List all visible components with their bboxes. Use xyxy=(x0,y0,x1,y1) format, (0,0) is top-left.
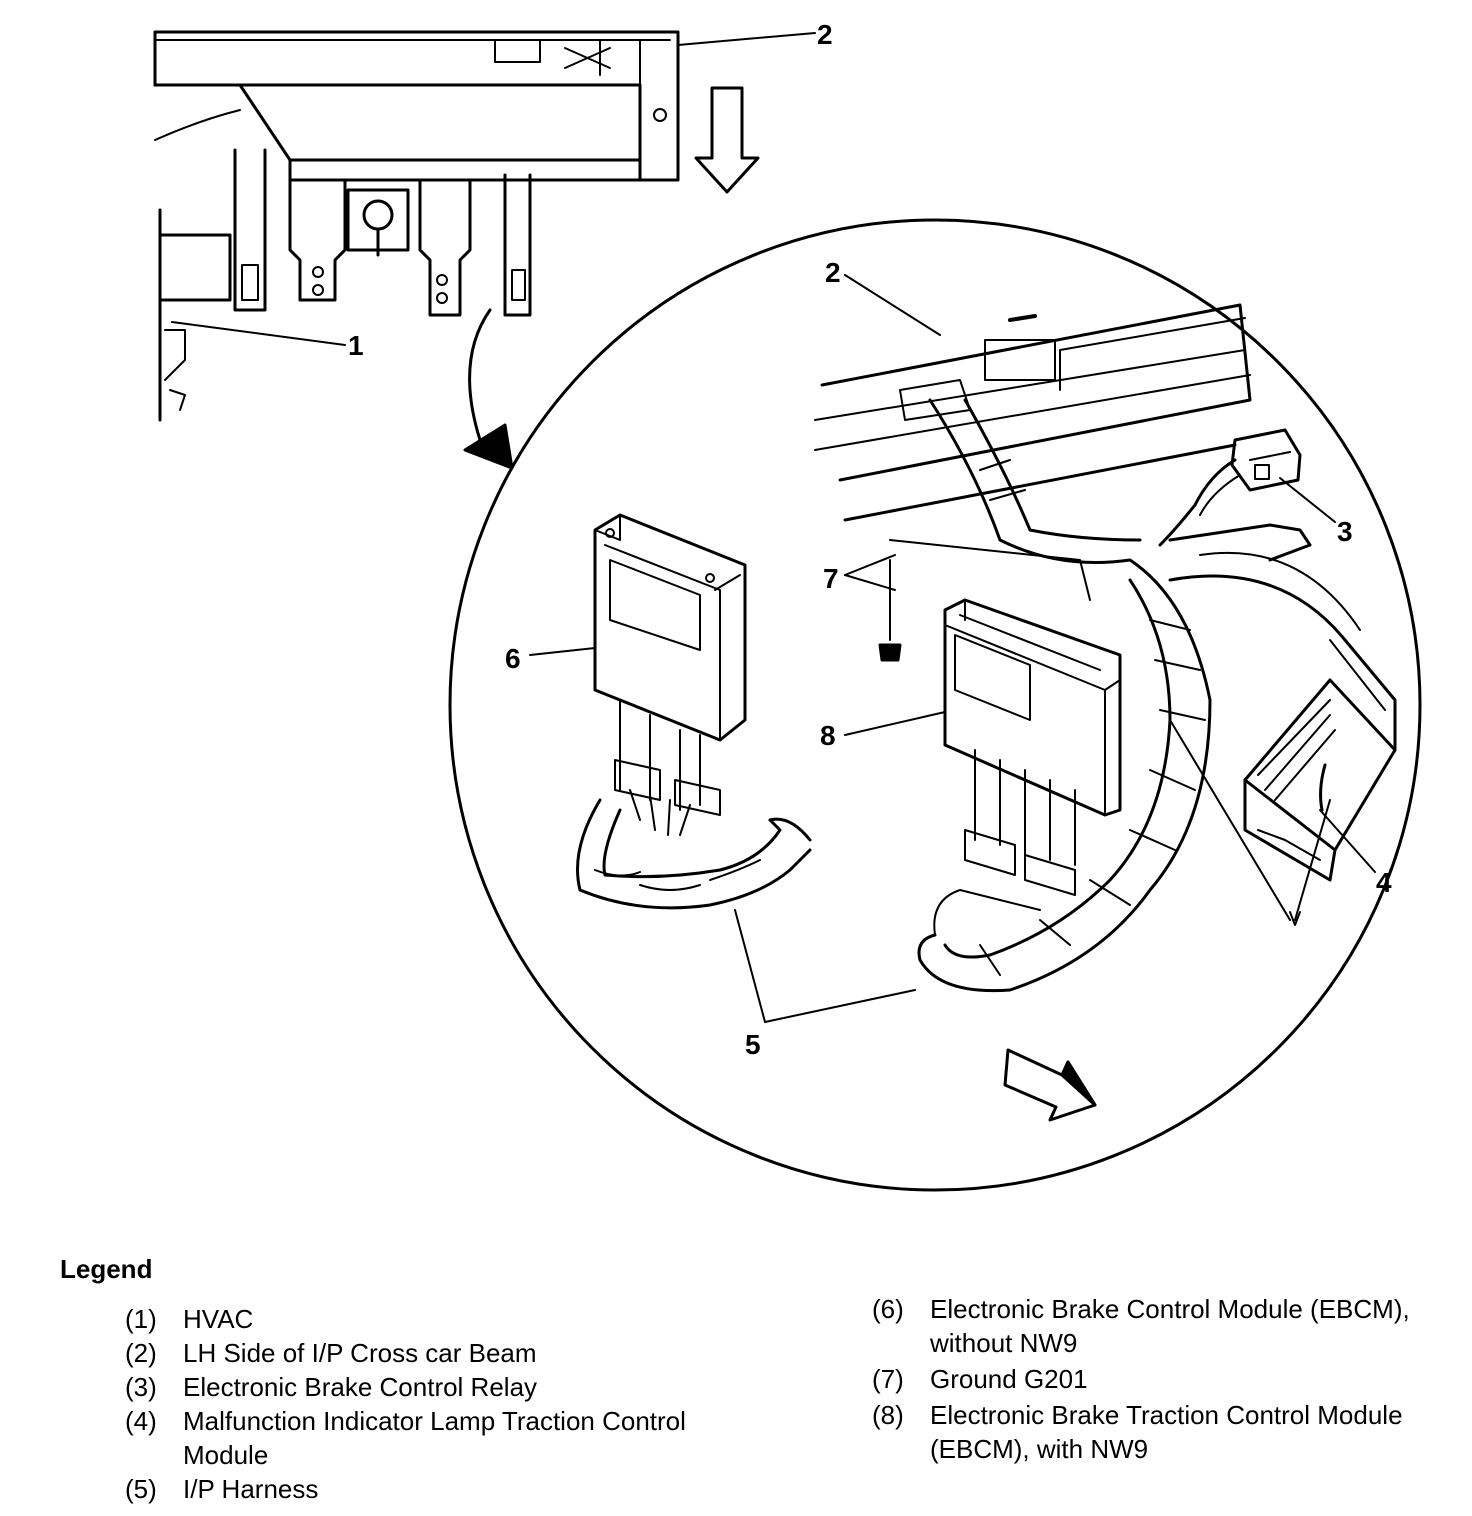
legend-item-number: (8) xyxy=(872,1400,904,1430)
ip-harness-left xyxy=(576,789,812,910)
legend-left-column: (1) HVAC (2) LH Side of I/P Cross car Be… xyxy=(125,1302,765,1506)
callout-5: 5 xyxy=(745,1029,761,1060)
ebtcm-with-nw9 xyxy=(878,539,1122,896)
legend-item-3: (3) Electronic Brake Control Relay xyxy=(125,1370,765,1404)
legend-item-7: (7) Ground G201 xyxy=(872,1362,1467,1396)
legend-item-text: Ground G201 xyxy=(930,1364,1088,1394)
leader-2-detail xyxy=(844,274,941,336)
leader-1 xyxy=(171,321,346,346)
legend-item-number: (6) xyxy=(872,1294,904,1324)
callout-7: 7 xyxy=(823,563,839,594)
leader-7a xyxy=(844,554,896,576)
callout-1: 1 xyxy=(348,330,364,361)
leader-3 xyxy=(1279,477,1336,523)
legend-item-text: I/P Harness xyxy=(183,1474,319,1504)
legend-item-6: (6) Electronic Brake Control Module (EBC… xyxy=(872,1292,1467,1360)
leader-7b xyxy=(844,574,896,591)
legend-item-text: LH Side of I/P Cross car Beam xyxy=(183,1338,537,1368)
ebcm-location-diagram: 1 2 2 3 4 5 6 7 8 xyxy=(153,19,1422,1192)
callout-6: 6 xyxy=(505,643,521,674)
legend-title: Legend xyxy=(60,1254,153,1284)
legend-item-1: (1) HVAC xyxy=(125,1302,765,1336)
legend-item-2: (2) LH Side of I/P Cross car Beam xyxy=(125,1336,765,1370)
callout-8: 8 xyxy=(820,720,836,751)
legend-item-8: (8) Electronic Brake Traction Control Mo… xyxy=(872,1398,1467,1466)
leader-8 xyxy=(844,711,946,736)
leader-2-top xyxy=(677,32,816,46)
overview-hvac-assembly xyxy=(153,30,680,422)
leader-5b xyxy=(764,989,916,1023)
harness-right-branch xyxy=(1168,523,1397,752)
leader-4 xyxy=(1319,809,1376,873)
leader-4-arrows xyxy=(1169,719,1331,921)
legend-item-number: (5) xyxy=(125,1474,157,1504)
legend-item-text: Electronic Brake Control Module (EBCM), … xyxy=(930,1294,1410,1358)
legend-item-5: (5) I/P Harness xyxy=(125,1472,765,1506)
detail-cross-car-beam xyxy=(814,303,1252,522)
legend-item-text: HVAC xyxy=(183,1304,254,1334)
legend-item-text: Malfunction Indicator Lamp Traction Cont… xyxy=(183,1406,686,1470)
callout-2-detail: 2 xyxy=(825,257,841,288)
legend-item-number: (7) xyxy=(872,1364,904,1394)
legend-item-text: Electronic Brake Traction Control Module… xyxy=(930,1400,1403,1464)
leader-6 xyxy=(529,647,596,656)
curved-arrow-icon xyxy=(468,308,492,442)
down-arrow-icon xyxy=(694,86,760,194)
mil-traction-control-module xyxy=(1243,678,1397,882)
legend-item-number: (3) xyxy=(125,1372,157,1402)
leader-5a xyxy=(734,909,766,1023)
legend-item-number: (1) xyxy=(125,1304,157,1334)
ebcm-without-nw9 xyxy=(593,513,747,816)
legend-item-text: Electronic Brake Control Relay xyxy=(183,1372,538,1402)
legend-item-number: (2) xyxy=(125,1338,157,1368)
ip-harness-main xyxy=(917,398,1212,993)
callout-2-top: 2 xyxy=(817,19,833,50)
callout-4: 4 xyxy=(1376,867,1392,898)
legend-right-column: (6) Electronic Brake Control Module (EBC… xyxy=(872,1292,1467,1468)
ebcr-relay xyxy=(1158,428,1302,547)
legend-item-number: (4) xyxy=(125,1406,157,1436)
detail-circle xyxy=(448,218,1422,1192)
legend-item-4: (4) Malfunction Indicator Lamp Traction … xyxy=(125,1404,765,1472)
callout-3: 3 xyxy=(1337,516,1353,547)
